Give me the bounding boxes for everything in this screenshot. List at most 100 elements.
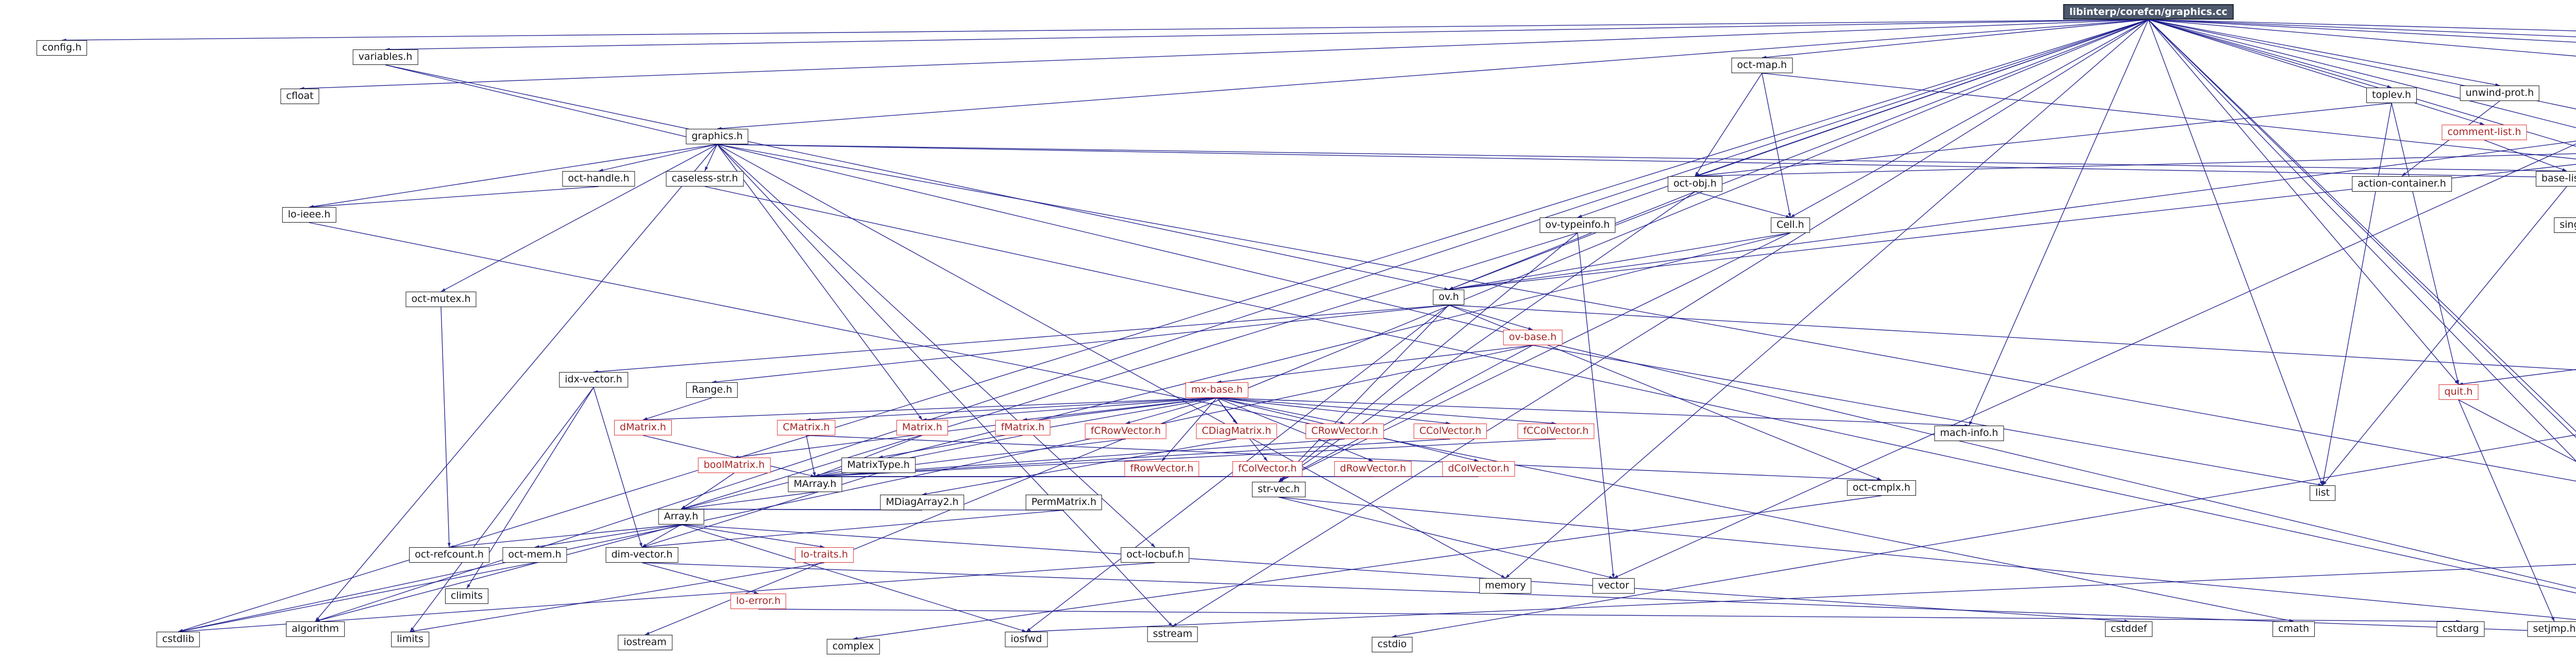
graph-node-mx-base-h[interactable]: mx-base.h (1185, 382, 1248, 398)
dependency-edge-ov-base-h--cstdlib (178, 345, 1533, 633)
graph-node-oct-map-h[interactable]: oct-map.h (1731, 58, 1793, 73)
graph-node-marray-h[interactable]: MArray.h (788, 477, 842, 492)
dependency-edge-libinterp-corefcn-graphics-cc--cstdlib (178, 19, 2149, 632)
dependency-edge-graphics-h--oct-handle-h (598, 144, 718, 172)
graph-node-matrixtype-h[interactable]: MatrixType.h (841, 458, 916, 473)
graph-node-quit-h[interactable]: quit.h (2438, 384, 2479, 400)
graph-node-mdiagarray2-h[interactable]: MDiagArray2.h (880, 495, 964, 510)
graph-node-fcrowvector-h[interactable]: fCRowVector.h (1084, 424, 1167, 439)
graph-node-crowvector-h[interactable]: CRowVector.h (1306, 424, 1384, 439)
graph-node-action-container-h[interactable]: action-container.h (2352, 176, 2452, 192)
dependency-edge-matrixtype-h--dim-vector-h (641, 473, 879, 548)
graph-node-oct-mem-h[interactable]: oct-mem.h (502, 547, 567, 563)
graph-node-complex[interactable]: complex (826, 639, 880, 654)
graph-node-lo-ieee-h[interactable]: lo-ieee.h (282, 207, 336, 223)
graph-node-cstdio[interactable]: cstdio (1371, 637, 1413, 652)
graph-node-dim-vector-h[interactable]: dim-vector.h (605, 547, 679, 563)
dependency-edge-libinterp-corefcn-graphics-cc--sstream (1172, 19, 2149, 627)
graph-node-permmatrix-h[interactable]: PermMatrix.h (1025, 495, 1103, 510)
dependency-edge-mx-base-h--matrix-h (922, 397, 1217, 421)
graph-node-oct-mutex-h[interactable]: oct-mutex.h (405, 292, 477, 307)
graph-node-ccolvector-h[interactable]: CColVector.h (1413, 424, 1487, 439)
graph-node-oct-cmplx-h[interactable]: oct-cmplx.h (1847, 480, 1916, 496)
graph-node-limits[interactable]: limits (391, 632, 429, 647)
graph-node-frowvector-h[interactable]: fRowVector.h (1124, 461, 1199, 477)
graph-node-oct-handle-h[interactable]: oct-handle.h (562, 171, 635, 187)
graph-node-cfloat[interactable]: cfloat (280, 89, 319, 104)
graph-node-dcolvector-h[interactable]: dColVector.h (1442, 461, 1515, 477)
dependency-edge-oct-map-h--cell-h (1761, 73, 1791, 218)
graph-node-variables-h[interactable]: variables.h (352, 49, 418, 65)
graph-node-boolmatrix-h[interactable]: boolMatrix.h (698, 458, 771, 473)
graph-node-lo-traits-h[interactable]: lo-traits.h (795, 547, 854, 563)
dependency-edge-oct-cmplx-h--complex (853, 495, 1882, 640)
dependency-edge-libinterp-corefcn-graphics-cc--string (2148, 19, 2576, 432)
dependency-edge-f77-fcn-h--quit-h (2458, 369, 2576, 385)
graph-node-array-h[interactable]: Array.h (658, 509, 704, 525)
graph-node-cmatrix-h[interactable]: CMatrix.h (777, 420, 836, 435)
graph-node-list[interactable]: list (2310, 485, 2335, 501)
dependency-edge-mx-base-h--fcrowvector-h (1125, 397, 1217, 424)
dependency-edge-array-h--cstddef (681, 524, 2129, 623)
dependency-edge-graphics-h--caseless-str-h (704, 144, 718, 172)
dependency-edge-cell-h--ov-h (1448, 232, 1791, 291)
graph-node-lo-error-h[interactable]: lo-error.h (730, 594, 787, 609)
dependency-edge-oct-mem-h--cstdlib (178, 562, 535, 633)
dependency-edge-ov-typeinfo-h--vector (1577, 232, 1615, 579)
graph-node-caseless-str-h[interactable]: caseless-str.h (666, 171, 744, 187)
graph-node-ov-base-h[interactable]: ov-base.h (1503, 330, 1563, 345)
graph-node-ov-typeinfo-h[interactable]: ov-typeinfo.h (1539, 217, 1616, 233)
graph-node-fccolvector-h[interactable]: fCColVector.h (1517, 424, 1595, 439)
dependency-edge-ov-base-h--list (1532, 345, 2323, 486)
graph-node-cell-h[interactable]: Cell.h (1771, 217, 1810, 233)
graph-node-drowvector-h[interactable]: dRowVector.h (1334, 461, 1412, 477)
dependency-edge-libinterp-corefcn-graphics-cc--cfloat (299, 19, 2149, 90)
graph-node-sstream[interactable]: sstream (1147, 627, 1198, 642)
dependency-edge-lo-utils-h--cstdio (1392, 434, 2576, 638)
graph-node-singleton-cleanup-h[interactable]: singleton-cleanup.h (2554, 217, 2576, 233)
dependency-edge-ov-h--ov-base-h (1448, 305, 1533, 330)
graph-node-oct-refcount-h[interactable]: oct-refcount.h (409, 547, 489, 563)
graph-node-oct-obj-h[interactable]: oct-obj.h (1668, 176, 1722, 192)
graph-root-node-libinterp-corefcn-graphics-cc[interactable]: libinterp/corefcn/graphics.cc (2063, 4, 2234, 20)
graph-node-fmatrix-h[interactable]: fMatrix.h (995, 420, 1050, 435)
graph-node-ov-h[interactable]: ov.h (1433, 290, 1465, 305)
graph-node-range-h[interactable]: Range.h (686, 382, 738, 398)
graph-node-cdiagmatrix-h[interactable]: CDiagMatrix.h (1196, 424, 1277, 439)
graph-node-iostream[interactable]: iostream (618, 635, 672, 650)
dependency-edge-ov-base-h--str-vec-h (1278, 345, 1533, 482)
graph-node-base-list-h[interactable]: base-list.h (2535, 171, 2576, 187)
graph-node-mach-info-h[interactable]: mach-info.h (1934, 426, 2004, 441)
graph-node-matrix-h[interactable]: Matrix.h (896, 420, 948, 435)
graph-node-comment-list-h[interactable]: comment-list.h (2442, 125, 2527, 140)
graph-node-cstddef[interactable]: cstddef (2105, 621, 2153, 637)
graph-node-cstdarg[interactable]: cstdarg (2436, 621, 2485, 637)
graph-node-idx-vector-h[interactable]: idx-vector.h (559, 372, 628, 387)
dependency-edge-mx-base-h--crowvector-h (1216, 397, 1345, 425)
graph-node-unwind-prot-h[interactable]: unwind-prot.h (2460, 86, 2540, 101)
graph-node-iosfwd[interactable]: iosfwd (1005, 632, 1048, 647)
graph-node-climits[interactable]: climits (445, 588, 489, 604)
graph-node-graphics-h[interactable]: graphics.h (686, 129, 749, 144)
dependency-edge-marray-h--array-h (681, 492, 816, 510)
dependency-edge-graphics-h--oct-locbuf-h (717, 144, 1156, 548)
graph-node-oct-locbuf-h[interactable]: oct-locbuf.h (1121, 547, 1190, 563)
graph-node-toplev-h[interactable]: toplev.h (2366, 88, 2417, 103)
graph-node-str-vec-h[interactable]: str-vec.h (1252, 482, 1306, 497)
dependency-edge-libinterp-corefcn-graphics-cc--variables-h (385, 19, 2149, 51)
dependency-edge-graphics-h--sstream (717, 144, 1173, 627)
graph-node-cstdlib[interactable]: cstdlib (156, 632, 200, 647)
graph-node-config-h[interactable]: config.h (36, 40, 88, 56)
graph-node-fcolvector-h[interactable]: fColVector.h (1232, 461, 1302, 477)
graph-node-memory[interactable]: memory (1479, 578, 1532, 594)
graph-node-setjmp-h[interactable]: setjmp.h (2527, 621, 2576, 637)
graph-node-dmatrix-h[interactable]: dMatrix.h (614, 420, 672, 435)
dependency-edge-fccolvector-h--marray-h (815, 438, 1556, 478)
dependency-edge-libinterp-corefcn-graphics-cc--input-h (2148, 19, 2576, 43)
dependency-edge-str-vec-h--string (1278, 497, 2576, 620)
dependency-edge-array-h--oct-mem-h (534, 524, 682, 548)
graph-node-cmath[interactable]: cmath (2272, 621, 2315, 637)
graph-node-vector[interactable]: vector (1592, 578, 1635, 594)
graph-node-algorithm[interactable]: algorithm (286, 621, 345, 637)
